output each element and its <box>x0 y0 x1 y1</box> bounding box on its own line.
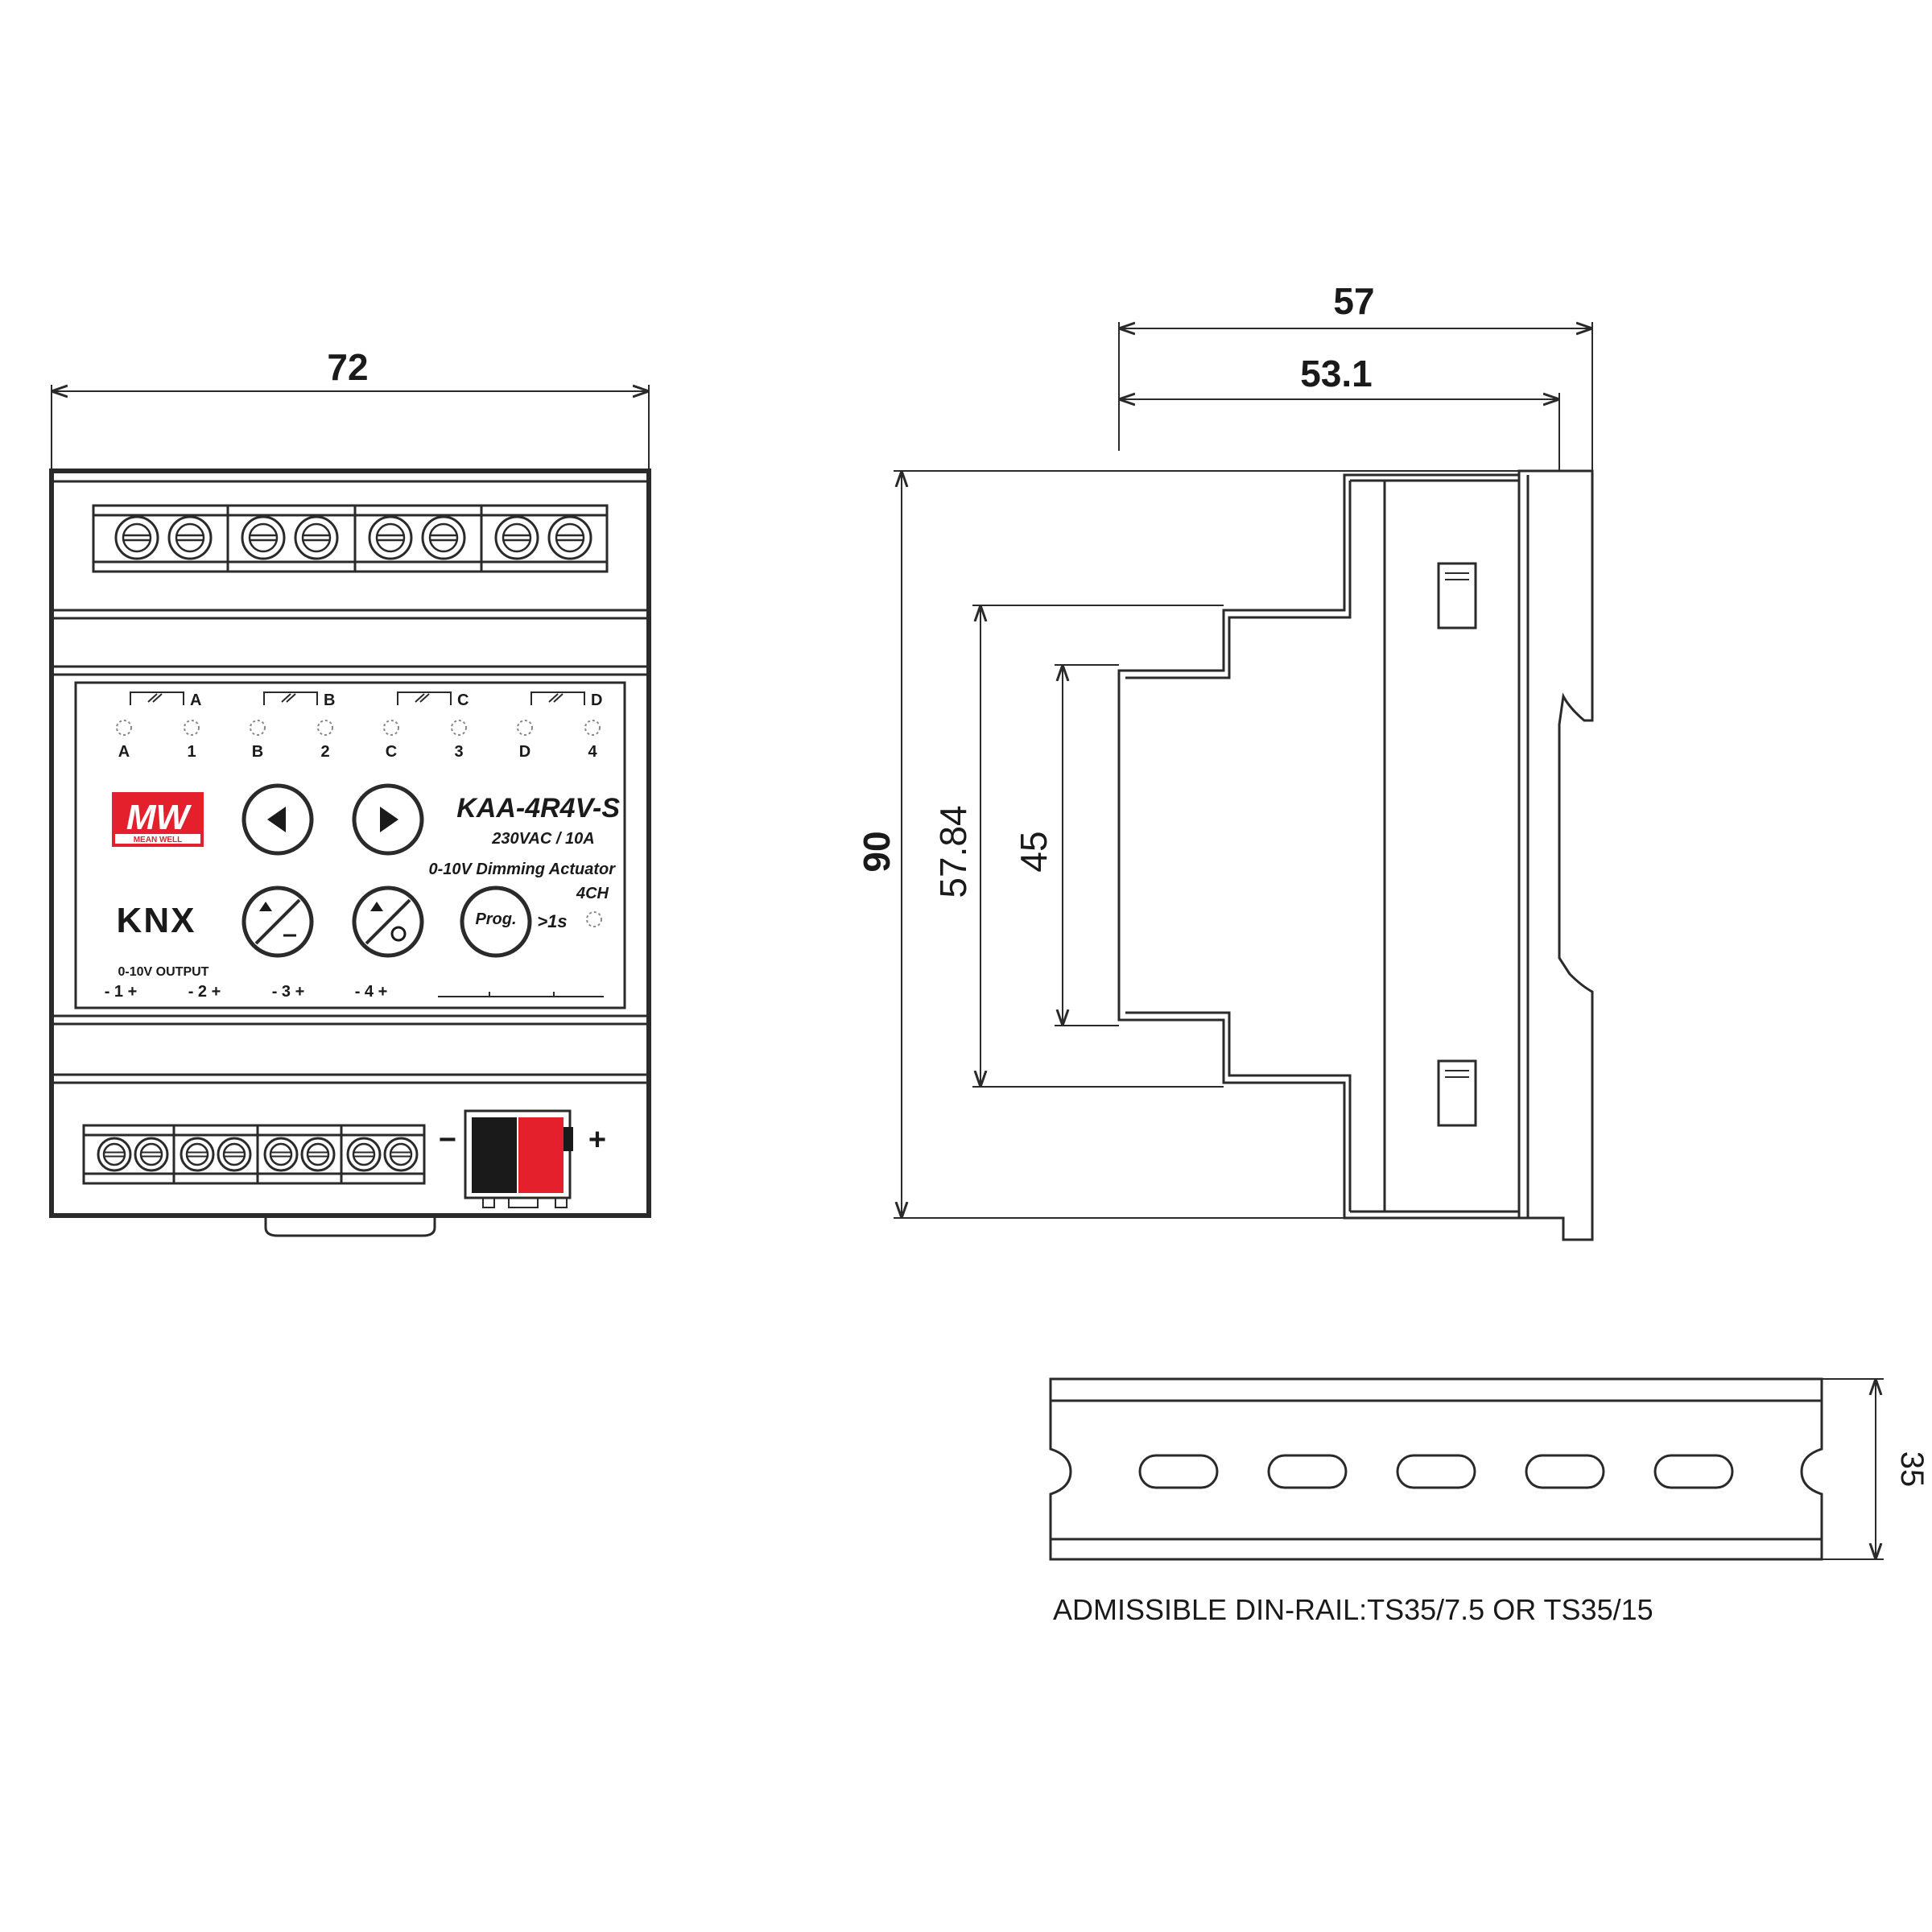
latch-top <box>1437 562 1477 630</box>
height-dimension: 90 57.84 45 <box>856 470 1592 1219</box>
output-label: 0-10V OUTPUT <box>118 965 209 979</box>
rail-slot <box>1267 1454 1348 1489</box>
led-label: B <box>252 743 263 761</box>
rail-slot <box>1396 1454 1476 1489</box>
model-rating: 230VAC / 10A <box>491 830 594 848</box>
screw-icon <box>383 1137 419 1172</box>
din-clip <box>264 1216 436 1237</box>
dim-up-icon <box>259 902 272 911</box>
right-button[interactable] <box>352 783 424 856</box>
height-total-label: 90 <box>856 831 898 872</box>
width-label: 72 <box>327 346 368 388</box>
write-on-line <box>438 992 604 997</box>
relay-label: A <box>190 691 201 709</box>
channel-count: 4CH <box>576 885 609 902</box>
rail-slot <box>1525 1454 1605 1489</box>
depth-total-label: 57 <box>1333 280 1374 322</box>
led-label: C <box>386 743 397 761</box>
status-leds: A 1 B 2 C 3 D 4 <box>116 720 601 761</box>
power-icon <box>390 926 407 942</box>
output-terminal-label: - 4 + <box>355 983 388 1001</box>
output-terminal-label: - 1 + <box>105 983 138 1001</box>
left-button[interactable] <box>242 783 314 856</box>
model-name: KAA-4R4V-S <box>456 793 620 824</box>
output-terminal-label: - 2 + <box>188 983 221 1001</box>
model-description: 0-10V Dimming Actuator <box>428 861 616 878</box>
knx-logo: KNX <box>117 901 196 940</box>
led-label: 4 <box>588 743 597 761</box>
prog-button[interactable]: Prog. <box>460 886 532 958</box>
rail-note: ADMISSIBLE DIN-RAIL:TS35/7.5 OR TS35/15 <box>1053 1593 1653 1626</box>
depth-body-label: 53.1 <box>1300 353 1373 394</box>
screw-icon <box>300 1137 336 1172</box>
knx-bus-connector: − + <box>439 1109 606 1208</box>
screw-icon <box>263 1137 299 1172</box>
screw-icon <box>346 1137 382 1172</box>
prog-label: Prog. <box>475 910 516 928</box>
screw-icon <box>547 515 592 560</box>
screw-icon <box>421 515 466 560</box>
arrow-left-icon <box>267 807 286 832</box>
screw-icon <box>294 515 339 560</box>
screw-icon <box>217 1137 252 1172</box>
screw-icon <box>167 515 213 560</box>
bus-terminal-black <box>472 1117 517 1193</box>
latch-bottom <box>1437 1059 1477 1127</box>
screw-icon <box>134 1137 169 1172</box>
led-label: D <box>519 743 530 761</box>
mean-well-logo: MW MEAN WELL <box>112 792 204 847</box>
rail-height-label: 35 <box>1894 1451 1930 1488</box>
logo-text: MEAN WELL <box>134 836 183 844</box>
height-step-label: 57.84 <box>932 805 974 898</box>
relay-symbols: A B C D <box>130 691 602 709</box>
logo-mark: MW <box>126 798 192 837</box>
relay-label: C <box>457 691 469 709</box>
din-rail: 35 ADMISSIBLE DIN-RAIL:TS35/7.5 OR TS35/… <box>1049 1377 1930 1626</box>
height-neck-label: 45 <box>1013 831 1055 872</box>
output-terminal-label: - 3 + <box>272 983 305 1001</box>
led-label: A <box>118 743 130 761</box>
top-terminal-block <box>92 504 609 573</box>
switch-up-icon <box>370 902 383 911</box>
led-label: 2 <box>320 743 329 761</box>
screw-icon <box>180 1137 215 1172</box>
prog-hold-time: >1s <box>537 911 567 931</box>
led-label: 3 <box>454 743 463 761</box>
side-view: 57 53.1 90 57.84 45 <box>856 280 1594 1241</box>
screw-icon <box>241 515 286 560</box>
screw-icon <box>97 1137 132 1172</box>
screw-icon <box>114 515 159 560</box>
rail-slot <box>1653 1454 1734 1489</box>
bus-plus-label: + <box>588 1123 606 1157</box>
front-view: 72 <box>49 346 651 1237</box>
rail-slot <box>1138 1454 1219 1489</box>
side-profile-outline <box>1117 469 1594 1241</box>
bus-terminal-red <box>518 1117 564 1193</box>
screw-icon <box>494 515 539 560</box>
width-dimension: 72 <box>51 346 650 471</box>
screw-icon <box>368 515 413 560</box>
dim-button[interactable] <box>242 886 314 958</box>
relay-label: B <box>324 691 335 709</box>
led-label: 1 <box>187 743 196 761</box>
relay-label: D <box>591 691 602 709</box>
bus-minus-label: − <box>439 1123 456 1157</box>
arrow-right-icon <box>380 807 398 832</box>
depth-dimension: 57 53.1 <box>1118 280 1593 475</box>
switch-button[interactable] <box>352 886 424 958</box>
bottom-terminal-block <box>82 1124 426 1185</box>
